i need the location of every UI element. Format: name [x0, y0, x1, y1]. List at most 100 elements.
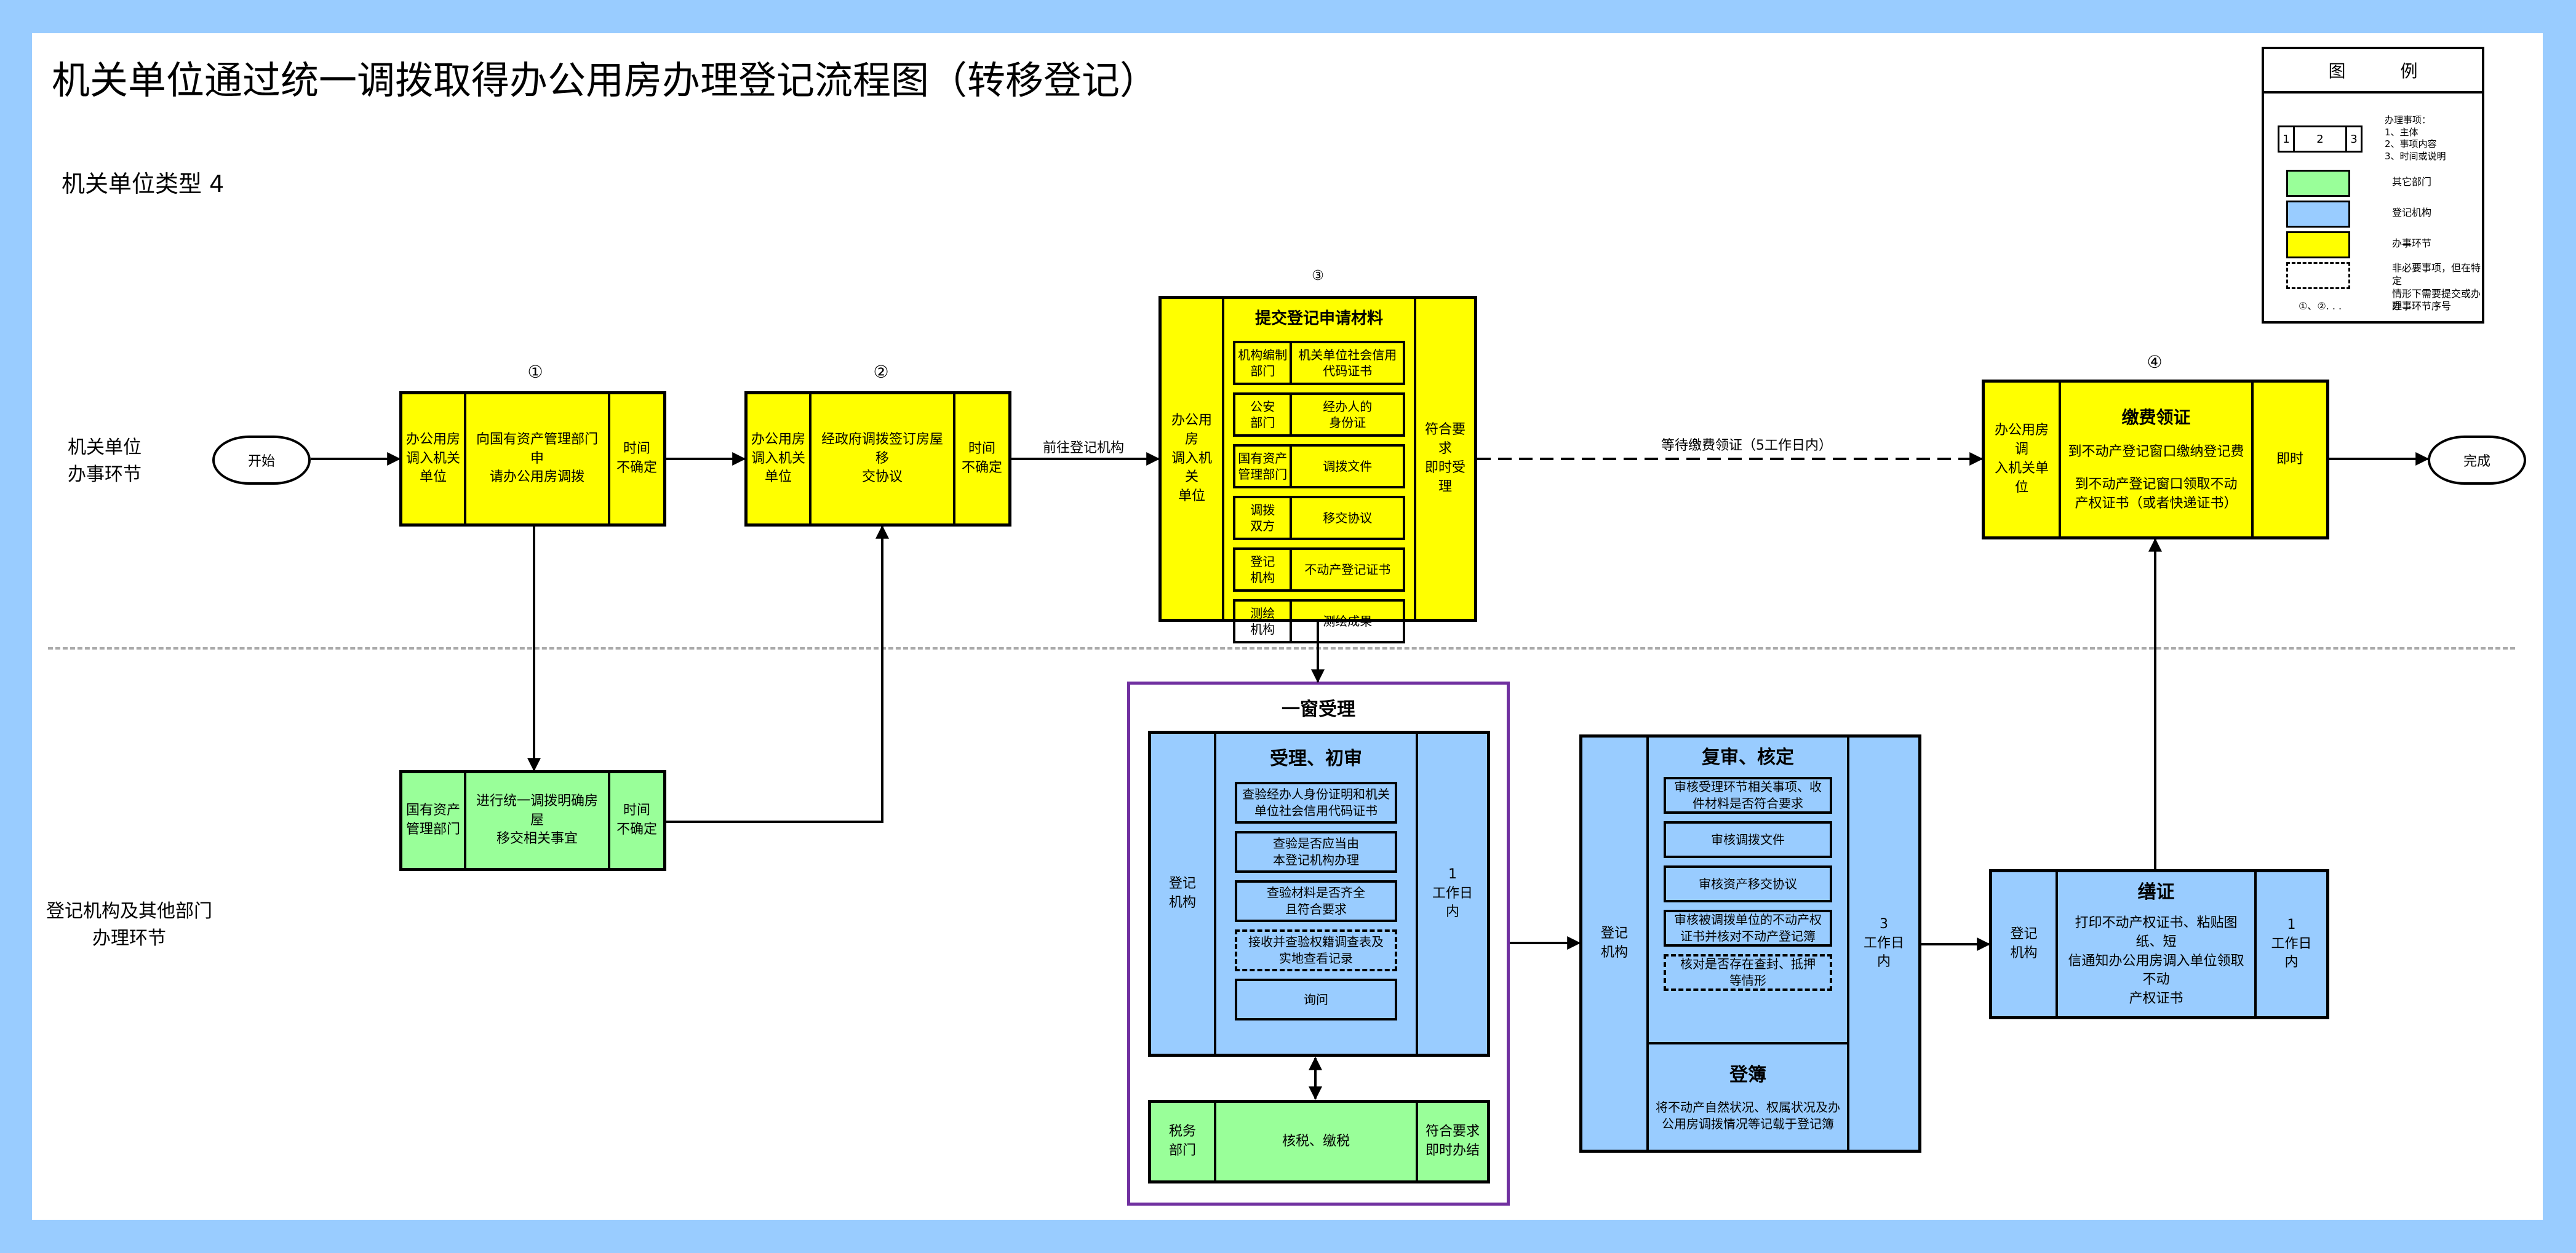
transfer-box: 国有资产 管理部门 进行统一调拨明确房屋 移交相关事宜 时间 不确定 [399, 770, 666, 871]
recheck-section: 复审、核定 审核受理环节相关事项、收 件材料是否符合要求 审核调拨文件 审核资产… [1649, 738, 1847, 1042]
material-item: 不动产登记证书 [1304, 562, 1391, 578]
step-1-box: 办公用房 调入机关 单位 向国有资产管理部门申 请办公用房调拨 时间 不确定 [399, 391, 666, 527]
step-number: ① [527, 362, 543, 382]
step-content: 进行统一调拨明确房屋 移交相关事宜 [464, 773, 608, 868]
edge-label-to-agency: 前往登记机构 [1043, 440, 1125, 456]
recheck-item: 审核资产移交协议 [1664, 865, 1832, 902]
step-subject: 办公用房 调入机关 单位 [406, 431, 461, 485]
step-time: 符合要求 即时受理 [1414, 299, 1474, 619]
legend-title-left: 图 [2328, 61, 2346, 81]
review-item: 查验经办人身份证明和机关 单位社会信用代码证书 [1235, 782, 1397, 824]
material-row: 调拨 双方 移交协议 [1233, 496, 1405, 541]
step-content: 核税、缴税 [1214, 1103, 1416, 1180]
step-time: 时间 不确定 [608, 394, 663, 523]
step-4-box: 办公用房调 入机关单位 缴费领证 到不动产登记窗口缴纳登记费 到不动产登记窗口领… [1982, 380, 2329, 539]
legend: 图 例 1 2 3 办理事项： 1、主体 2、事项内容 3、时间或说明 其它部门… [2262, 47, 2484, 324]
step-subject: 登记 机构 [1600, 926, 1628, 960]
step-heading: 提交登记申请材料 [1254, 309, 1383, 328]
material-source: 国有资产 管理部门 [1235, 447, 1293, 487]
step-number: ② [873, 362, 889, 382]
legend-sample-cell: 2 [2293, 127, 2345, 151]
book-text: 将不动产自然状况、权属状况及办 公用房调拨情况等记载于登记簿 [1656, 1099, 1840, 1131]
material-row: 登记 机构不动产登记证书 [1233, 547, 1405, 592]
material-item: 测绘成果 [1323, 614, 1373, 629]
recheck-item: 审核调拨文件 [1664, 821, 1832, 858]
step-time: 时间 不确定 [953, 394, 1008, 523]
lane-label-unit: 机关单位 办事环节 [68, 437, 142, 485]
legend-sample-cell: 3 [2345, 127, 2361, 151]
step-subject: 登记 机构 [1168, 876, 1196, 910]
review-item: 查验材料是否齐全 且符合要求 [1235, 880, 1397, 922]
material-source: 测绘 机构 [1235, 602, 1293, 642]
step-content: 向国有资产管理部门申 请办公用房调拨 [464, 394, 608, 523]
step-content: 经政府调拨签订房屋移 交协议 [809, 394, 953, 523]
review-item-optional: 接收并查验权籍调查表及 实地查看记录 [1235, 929, 1397, 971]
lane-label-agency: 登记机构及其他部门 办理环节 [46, 901, 212, 949]
step-time: 时间 不确定 [608, 773, 663, 868]
step-heading: 受理、初审 [1270, 748, 1362, 770]
step-time: 符合要求 即时办结 [1416, 1103, 1487, 1180]
legend-seq-symbol: ①、②. . . [2299, 300, 2342, 312]
material-item: 机关单位社会信用 代码证书 [1298, 348, 1397, 379]
materials-panel: 提交登记申请材料 机构编制 部门机关单位社会信用 代码证书 公安 部门经办人的 … [1222, 299, 1414, 644]
step-time: 1 工作日 内 [1416, 734, 1487, 1054]
material-item: 调拨文件 [1323, 459, 1373, 474]
step-number: ④ [2147, 352, 2163, 372]
material-row: 国有资产 管理部门 调拨文件 [1233, 444, 1405, 489]
step-time: 1 工作日 内 [2254, 872, 2326, 1016]
legend-sample-desc: 办理事项： 1、主体 2、事项内容 3、时间或说明 [2385, 114, 2446, 162]
review-panel: 受理、初审 查验经办人身份证明和机关 单位社会信用代码证书 查验是否应当由 本登… [1214, 734, 1416, 1054]
legend-label: 其它部门 [2392, 176, 2432, 188]
recheck-item-optional: 核对是否存在查封、抵押 等情形 [1664, 954, 1832, 991]
legend-label: 办事环节序号 [2392, 300, 2452, 312]
start-terminal: 开始 [212, 436, 311, 485]
book-heading: 登簿 [1729, 1064, 1766, 1086]
step-2-box: 办公用房 调入机关 单位 经政府调拨签订房屋移 交协议 时间 不确定 [744, 391, 1011, 527]
lane-separator [48, 647, 2515, 650]
legend-label: 登记机构 [2392, 207, 2432, 218]
step-3-box: 办公用房 调入机关 单位 提交登记申请材料 机构编制 部门机关单位社会信用 代码… [1158, 296, 1477, 644]
step-line: 到不动产登记窗口缴纳登记费 [2068, 444, 2244, 460]
edge-label-wait-fee: 等待缴费领证（5工作日内） [1661, 438, 1832, 453]
review-item: 查验是否应当由 本登记机构办理 [1235, 831, 1397, 873]
certificate-box: 登记 机构 缮证 打印不动产权证书、粘贴图纸、短 信通知办公用房调入单位领取不动… [1989, 869, 2329, 1019]
material-item: 经办人的 身份证 [1323, 399, 1373, 431]
step-number: ③ [1312, 268, 1324, 284]
unit-type-label: 机关单位类型 4 [62, 170, 225, 197]
material-row: 公安 部门经办人的 身份证 [1233, 392, 1405, 437]
material-row: 测绘 机构 测绘成果 [1233, 599, 1405, 644]
material-source: 调拨 双方 [1235, 498, 1293, 538]
tax-box: 税务 部门 核税、缴税 符合要求 即时办结 [1148, 1100, 1490, 1183]
material-source: 机构编制 部门 [1235, 343, 1293, 383]
legend-swatch-blue [2286, 201, 2350, 228]
material-source: 登记 机构 [1235, 550, 1293, 590]
recheck-item: 审核受理环节相关事项、收 件材料是否符合要求 [1664, 777, 1832, 814]
step-subject: 登记 机构 [2010, 926, 2038, 961]
step-heading: 缮证 [2137, 881, 2175, 903]
step-subject: 税务 部门 [1168, 1124, 1196, 1158]
one-window-title: 一窗受理 [1282, 699, 1355, 720]
step-subject: 办公用房 调入机关 单位 [1171, 413, 1212, 504]
finish-terminal: 完成 [2428, 436, 2526, 485]
step-4-content: 缴费领证 到不动产登记窗口缴纳登记费 到不动产登记窗口领取不动 产权证书（或者快… [2059, 383, 2251, 536]
legend-sample-box: 1 2 3 [2278, 125, 2363, 153]
step-heading: 复审、核定 [1702, 747, 1794, 768]
certificate-content: 缮证 打印不动产权证书、粘贴图纸、短 信通知办公用房调入单位领取不动 产权证书 [2056, 872, 2254, 1016]
step-line: 到不动产登记窗口领取不动 产权证书（或者快递证书） [2075, 477, 2238, 511]
material-source: 公安 部门 [1235, 395, 1293, 435]
legend-title-right: 例 [2400, 61, 2418, 81]
step-subject: 国有资产 管理部门 [406, 803, 461, 837]
recheck-panel: 复审、核定 审核受理环节相关事项、收 件材料是否符合要求 审核调拨文件 审核资产… [1646, 738, 1847, 1150]
step-content: 打印不动产权证书、粘贴图纸、短 信通知办公用房调入单位领取不动 产权证书 [2068, 915, 2244, 1007]
legend-swatch-dashed [2286, 262, 2350, 289]
page-title: 机关单位通过统一调拨取得办公用房办理登记流程图（转移登记） [52, 58, 1158, 103]
step-time: 即时 [2251, 383, 2326, 536]
initial-review-box: 登记 机构 受理、初审 查验经办人身份证明和机关 单位社会信用代码证书 查验是否… [1148, 731, 1490, 1057]
recheck-item: 审核被调拨单位的不动产权 证书并核对不动产登记簿 [1664, 910, 1832, 947]
step-subject: 办公用房 调入机关 单位 [751, 431, 806, 485]
legend-sample-cell: 1 [2283, 132, 2290, 146]
legend-swatch-yellow [2286, 231, 2350, 258]
material-item: 移交协议 [1323, 511, 1373, 526]
recheck-box: 登记 机构 复审、核定 审核受理环节相关事项、收 件材料是否符合要求 审核调拨文… [1579, 734, 1921, 1153]
legend-label: 非必要事项，但在特定 情形下需要提交或办理 [2392, 262, 2481, 312]
